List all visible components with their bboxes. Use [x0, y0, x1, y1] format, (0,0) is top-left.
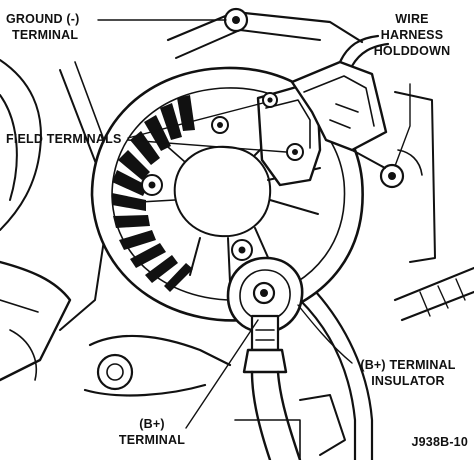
- label-b-plus-terminal-line1: (B+): [139, 417, 164, 431]
- figure-id: J938B-10: [411, 435, 468, 449]
- label-insulator-line1: (B+) TERMINAL: [360, 358, 455, 372]
- label-ground-terminal-line1: GROUND (-): [6, 12, 80, 26]
- label-holddown-line1: WIRE: [395, 12, 428, 26]
- b-plus-terminal-assembly: [226, 256, 304, 460]
- label-holddown-line2: HARNESS: [381, 28, 444, 42]
- label-b-plus-terminal-line2: TERMINAL: [119, 433, 185, 447]
- leader-insulator: [297, 304, 353, 364]
- leader-holddown: [394, 83, 411, 167]
- label-field-terminals: FIELD TERMINALS: [6, 132, 122, 146]
- label-holddown-line3: HOLDDOWN: [374, 44, 451, 58]
- callout-labels: GROUND (-) TERMINAL WIRE HARNESS HOLDDOW…: [6, 12, 468, 449]
- leader-field-terminals-1: [127, 102, 264, 139]
- cooling-slots: [112, 95, 195, 292]
- label-insulator-line2: INSULATOR: [371, 374, 445, 388]
- housing-bolts: [141, 116, 253, 261]
- alternator-housing: [90, 7, 364, 322]
- label-ground-terminal-line2: TERMINAL: [12, 28, 78, 42]
- engine-background: [0, 10, 474, 460]
- leader-b-plus-terminal: [185, 319, 259, 429]
- leader-lines: [97, 19, 411, 429]
- leader-field-terminals-2: [127, 139, 287, 153]
- field-terminal-block: [256, 34, 405, 189]
